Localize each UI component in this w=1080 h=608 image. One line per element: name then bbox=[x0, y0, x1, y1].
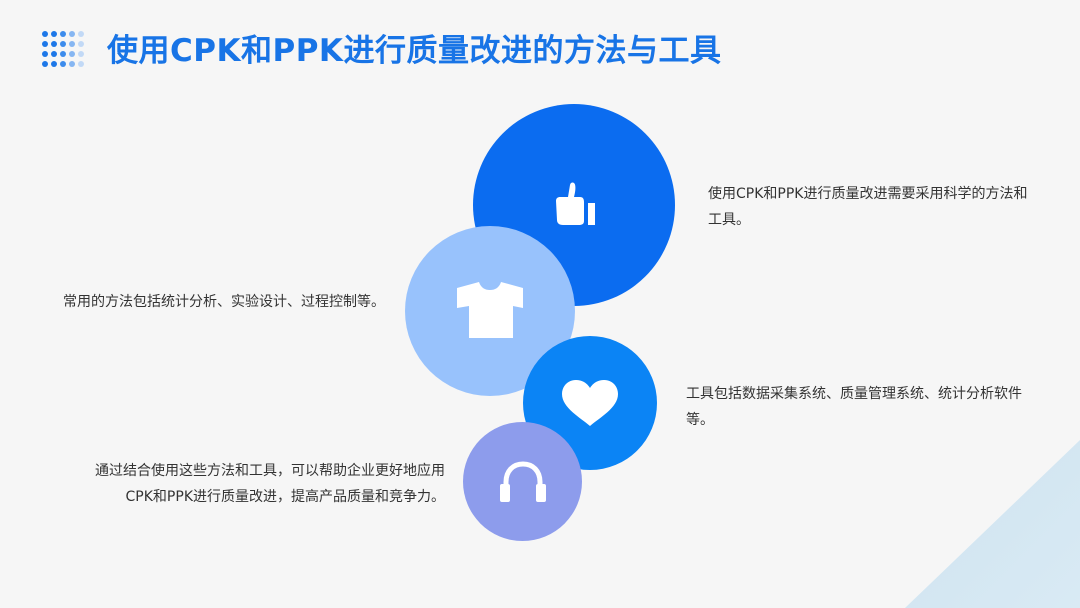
thumbs-up-icon bbox=[556, 182, 595, 225]
heart-icon bbox=[562, 380, 618, 426]
description-2: 常用的方法包括统计分析、实验设计、过程控制等。 bbox=[63, 294, 385, 310]
tshirt-icon bbox=[457, 282, 523, 338]
dot-grid-icon bbox=[41, 30, 87, 70]
description-1: 使用CPK和PPK进行质量改进需要采用科学的方法和工具。 bbox=[708, 186, 1028, 228]
description-3: 工具包括数据采集系统、质量管理系统、统计分析软件等。 bbox=[686, 386, 1022, 428]
page-title: 使用CPK和PPK进行质量改进的方法与工具 bbox=[107, 33, 722, 69]
description-4: 通过结合使用这些方法和工具，可以帮助企业更好地应用CPK和PPK进行质量改进，提… bbox=[95, 463, 445, 505]
headphones-icon bbox=[499, 460, 546, 502]
circle-headphones bbox=[463, 422, 582, 541]
